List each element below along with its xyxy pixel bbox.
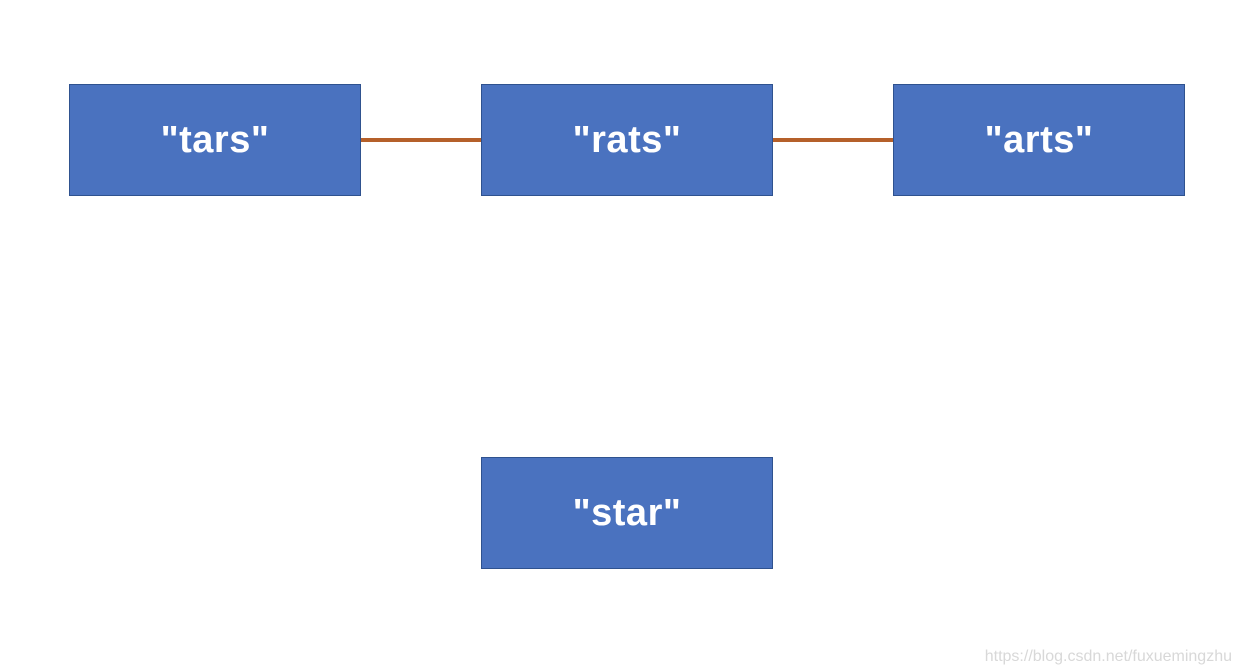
edge-tars-rats xyxy=(361,138,482,142)
watermark: https://blog.csdn.net/fuxuemingzhu xyxy=(984,648,1232,665)
node-label: "star" xyxy=(572,491,682,534)
edge-rats-arts xyxy=(773,138,894,142)
node-rats: "rats" xyxy=(481,84,773,196)
node-label: "tars" xyxy=(160,118,270,161)
node-tars: "tars" xyxy=(69,84,361,196)
node-arts: "arts" xyxy=(893,84,1185,196)
node-label: "arts" xyxy=(984,118,1094,161)
node-star: "star" xyxy=(481,457,773,569)
node-label: "rats" xyxy=(572,118,682,161)
